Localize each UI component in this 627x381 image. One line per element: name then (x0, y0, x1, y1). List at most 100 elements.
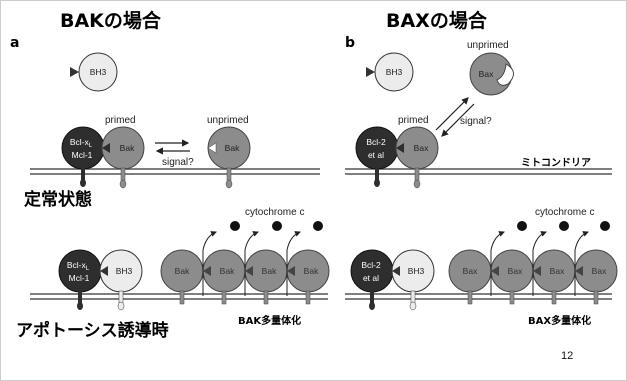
right-bh3-bound-notch (392, 266, 400, 276)
right-oligomer-label: BAX多量体化 (528, 314, 591, 327)
right-bcl-protein-2 (350, 249, 394, 293)
right-bcl-anchor-2 (370, 291, 374, 303)
left-cyto-pore-3 (286, 231, 301, 296)
steady-state-label: 定常状態 (24, 189, 92, 210)
left-title: BAKの場合 (60, 9, 162, 32)
left-bh3-bound-notch (100, 266, 108, 276)
left-bak-olig-groove-2 (203, 266, 211, 276)
left-steady-diagram: BH3 Bcl-xL Mcl-1 Bak primed signal? Bak … (30, 52, 320, 189)
right-signal-label: signal? (460, 116, 492, 127)
left-cytochrome-dot-2 (272, 221, 282, 231)
right-cytochrome-dot-2 (559, 221, 569, 231)
right-bax-olig-label-1: Bax (463, 266, 478, 276)
right-bax-olig-groove-4 (575, 266, 583, 276)
left-bcl-anchor (81, 168, 85, 180)
left-bak-olig-groove-4 (287, 266, 295, 276)
right-bax-olig-anchor-1 (467, 290, 473, 305)
left-bh3-notch (70, 67, 79, 77)
left-bcl-protein (61, 126, 105, 170)
page-number: 12 (561, 350, 573, 362)
right-cyto-pore-2 (532, 231, 547, 296)
left-bcl-label-1b: Bcl-xL (67, 260, 90, 272)
right-bax-unprimed-label: Bax (479, 69, 494, 79)
right-eq-arrow-down (441, 103, 475, 137)
left-oligomer-label: BAK多量体化 (238, 314, 301, 327)
right-bcl-anchor-tip (374, 179, 380, 187)
left-cyto-pore-2 (244, 231, 259, 296)
left-bak-olig-anchor-2 (221, 290, 227, 305)
left-bcl-protein-2 (58, 249, 102, 293)
right-bax-olig-label-4: Bax (592, 266, 607, 276)
right-bax-olig-anchor-2 (509, 290, 515, 305)
left-unprimed-label: unprimed (207, 115, 249, 126)
left-bak-unprimed-notch (207, 142, 217, 154)
left-bak-primed-tip (119, 179, 127, 189)
right-cyto-pore-3 (574, 231, 589, 296)
right-bh3-bound-label: BH3 (408, 266, 425, 276)
left-bh3-free-label: BH3 (90, 67, 107, 77)
left-bak-unprimed-tip (225, 179, 233, 189)
left-bak-unprimed-label: Bak (225, 143, 240, 153)
right-apoptosis-diagram: Bcl-2 et al BH3 Bax Bax Bax Bax (345, 207, 618, 327)
right-bcl-anchor (375, 168, 379, 180)
right-bax-primed-tip (413, 179, 421, 189)
left-bak-olig-label-2: Bak (220, 266, 235, 276)
right-bh3-bound-tip (409, 301, 417, 311)
right-bcl-label-1: Bcl-2 (366, 137, 386, 147)
right-bax-olig-anchor-3 (551, 290, 557, 305)
left-bak-primed-label: Bak (120, 143, 135, 153)
right-bax-olig-label-2: Bax (508, 266, 523, 276)
right-eq-arrow-up (435, 97, 469, 131)
left-cyto-pore-1 (202, 231, 217, 296)
right-title: BAXの場合 (386, 9, 488, 32)
right-bcl-anchor-tip-2 (369, 302, 375, 310)
mitochondria-label: ミトコンドリア (521, 157, 591, 169)
left-bcl-label-2b: Mcl-1 (69, 273, 90, 283)
left-bak-bh3-groove (102, 143, 110, 153)
left-bak-olig-anchor-3 (263, 290, 269, 305)
right-cytochrome-label: cytochrome c (535, 207, 594, 218)
left-bcl-anchor-2 (78, 291, 82, 303)
panel-letter-a: a (10, 35, 19, 51)
apoptosis-label: アポトーシス誘導時 (16, 320, 169, 341)
panel-letter-b: b (345, 35, 355, 51)
left-bcl-label-1: Bcl-xL (70, 137, 93, 149)
left-bh3-bound-label: BH3 (116, 266, 133, 276)
left-cytochrome-dot-1 (230, 221, 240, 231)
left-bak-olig-groove-3 (245, 266, 253, 276)
left-bcl-label-2: Mcl-1 (72, 150, 93, 160)
left-bak-olig-label-3: Bak (262, 266, 277, 276)
right-steady-diagram: BH3 Bax unprimed signal? Bcl-2 et al Bax… (345, 40, 612, 189)
right-bax-olig-groove-3 (533, 266, 541, 276)
right-bcl-label-1b: Bcl-2 (361, 260, 381, 270)
left-bak-olig-anchor-4 (305, 290, 311, 305)
right-cytochrome-dot-1 (517, 221, 527, 231)
left-bak-olig-anchor-1 (179, 290, 185, 305)
right-bax-tail (496, 63, 514, 86)
left-primed-label: primed (105, 115, 136, 126)
right-bh3-notch (366, 67, 375, 77)
right-bcl-label-2b: et al (363, 273, 379, 283)
left-apoptosis-diagram: Bcl-xL Mcl-1 BH3 Bak Bak Bak Bak (30, 207, 330, 327)
left-bh3-bound-tip (117, 301, 125, 311)
left-bak-olig-label-1: Bak (175, 266, 190, 276)
right-bax-olig-anchor-4 (593, 290, 599, 305)
left-bak-olig-label-4: Bak (304, 266, 319, 276)
left-cytochrome-label: cytochrome c (245, 207, 304, 218)
left-cytochrome-dot-3 (313, 221, 323, 231)
right-bax-olig-groove-2 (491, 266, 499, 276)
left-bcl-anchor-tip-2 (77, 302, 83, 310)
left-bcl-anchor-tip (80, 179, 86, 187)
right-bh3-free-label: BH3 (386, 67, 403, 77)
right-bax-primed-label: Bax (414, 143, 429, 153)
right-unprimed-label: unprimed (467, 40, 509, 51)
left-bak-oligomer: Bak Bak Bak Bak (160, 249, 330, 305)
right-cytochrome-dot-3 (600, 221, 610, 231)
right-bcl-label-2: et al (368, 150, 384, 160)
right-bax-olig-label-3: Bax (550, 266, 565, 276)
left-signal-label: signal? (162, 157, 194, 168)
right-bcl-protein (355, 126, 399, 170)
right-cyto-pore-1 (490, 231, 505, 296)
right-bax-bh3-groove (396, 143, 404, 153)
